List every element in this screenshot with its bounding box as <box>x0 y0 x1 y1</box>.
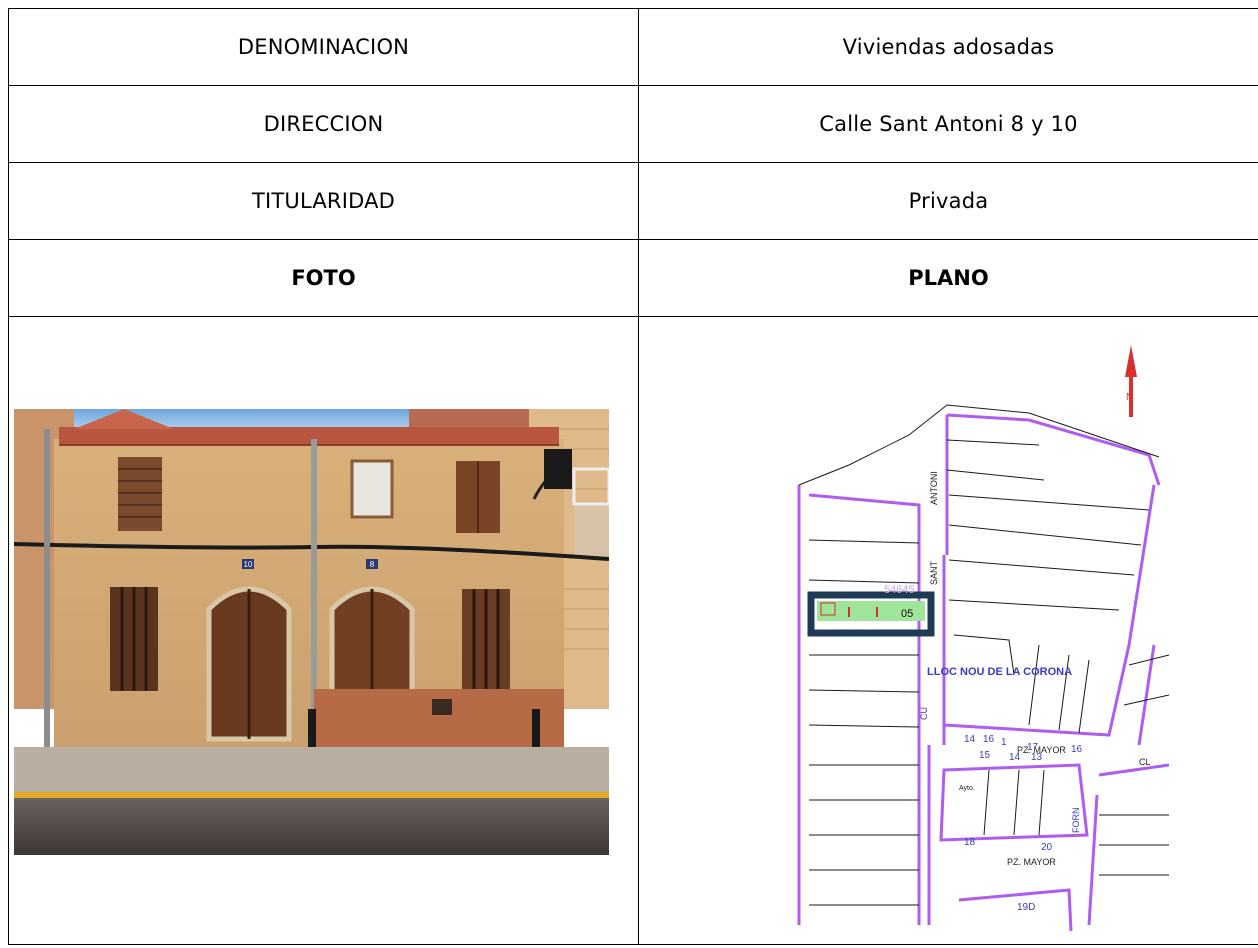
label-titularidad: TITULARIDAD <box>8 162 639 240</box>
row-headers: FOTO PLANO <box>8 239 1258 317</box>
forn-label: FORN <box>1071 808 1081 834</box>
plan-number: 19D <box>1017 902 1035 913</box>
row-denominacion: DENOMINACION Viviendas adosadas <box>8 8 1258 86</box>
row-direccion: DIRECCION Calle Sant Antoni 8 y 10 <box>8 85 1258 163</box>
cadastral-plan: N <box>769 345 1258 932</box>
pz-mayor-bottom-label: PZ. MAYOR <box>1007 857 1056 867</box>
sant-label: SANT <box>929 560 939 585</box>
value-denominacion: Viviendas adosadas <box>638 8 1258 86</box>
building-photo: 10 8 <box>13 409 611 855</box>
door-number-10: 10 <box>244 560 253 569</box>
sant-antoni-label: ANTONI <box>929 471 939 505</box>
block-label: 54645 <box>884 584 915 596</box>
pz-mayor-top-label: PZ. MAYOR <box>1017 745 1066 755</box>
property-table: DENOMINACION Viviendas adosadas DIRECCIO… <box>8 8 1258 945</box>
plan-number: 16 <box>983 734 995 745</box>
plan-number: 17 <box>1027 742 1039 753</box>
value-direccion: Calle Sant Antoni 8 y 10 <box>638 85 1258 163</box>
ayto-label: Ayto. <box>959 785 975 792</box>
plan-number: 16 <box>1071 744 1083 755</box>
cu-label: CU <box>919 707 929 720</box>
header-foto: FOTO <box>8 239 639 317</box>
row-media: 10 8 <box>8 316 1258 945</box>
label-denominacion: DENOMINACION <box>8 8 639 86</box>
lloc-nou-label: LLOC NOU DE LA CORONA <box>927 666 1072 678</box>
value-titularidad: Privada <box>638 162 1258 240</box>
plot-label: 05 <box>901 608 913 620</box>
plan-number: 13 <box>1031 752 1043 763</box>
plan-cell: N <box>638 316 1258 945</box>
label-direccion: DIRECCION <box>8 85 639 163</box>
header-plano: PLANO <box>638 239 1258 317</box>
row-titularidad: TITULARIDAD Privada <box>8 162 1258 240</box>
plan-number: 15 <box>979 750 991 761</box>
photo-cell: 10 8 <box>8 316 639 945</box>
plan-number: 18 <box>964 837 976 848</box>
plan-number: 20 <box>1041 842 1053 853</box>
door-number-8: 8 <box>370 560 375 569</box>
property-card: DENOMINACION Viviendas adosadas DIRECCIO… <box>8 8 1258 948</box>
plan-number: 1 <box>1001 737 1007 748</box>
plan-number: 14 <box>1009 752 1021 763</box>
plan-number: 14 <box>964 734 976 745</box>
cl-label: CL <box>1139 757 1151 767</box>
north-label: N <box>1126 392 1133 403</box>
